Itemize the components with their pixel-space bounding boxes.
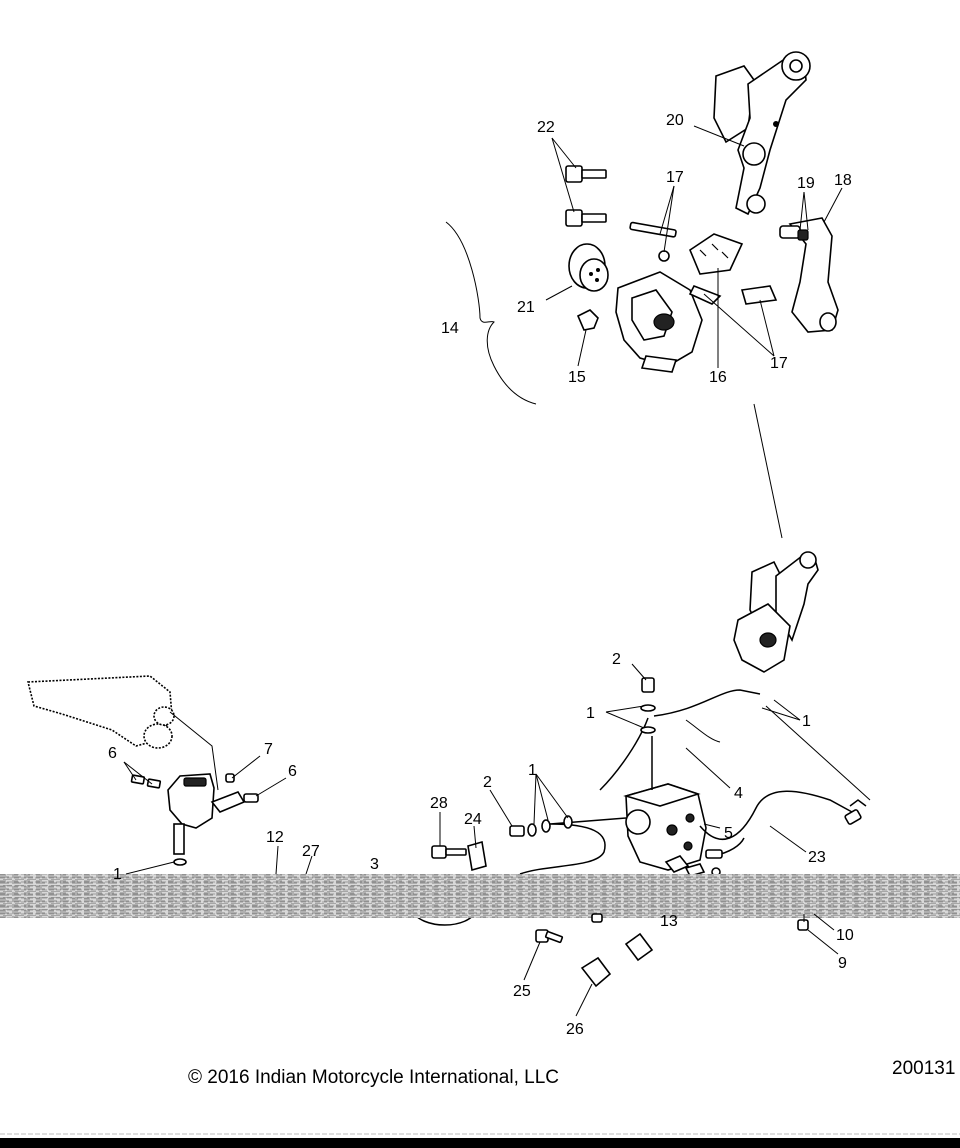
callout-21: 21 — [517, 299, 535, 316]
callout-1-right: 1 — [802, 713, 811, 730]
mount-arm-20 — [713, 51, 811, 216]
callout-18: 18 — [834, 172, 852, 189]
callout-19: 19 — [797, 175, 815, 192]
caliper-body — [615, 271, 703, 373]
callout-7: 7 — [264, 741, 273, 758]
callout-16: 16 — [709, 369, 727, 386]
caliper-assembled — [733, 551, 819, 673]
callout-20: 20 — [666, 112, 684, 129]
callout-labels: 22 20 17 19 18 21 14 15 16 17 2 1 1 4 5 … — [108, 112, 854, 1038]
scan-artifact-band — [0, 874, 960, 918]
callout-1-abs: 1 — [528, 762, 537, 779]
bleeder-part-15 — [576, 309, 599, 331]
callout-5: 5 — [724, 825, 733, 842]
callout-6-left: 6 — [108, 745, 117, 762]
callout-2-top: 2 — [612, 651, 621, 668]
bolt-part-25 — [535, 929, 564, 944]
callout-24: 24 — [464, 811, 482, 828]
screw-part-9 — [797, 914, 809, 931]
callout-27: 27 — [302, 843, 320, 860]
caliper-assembly-exploded — [445, 51, 839, 539]
figure-id: 200131 — [892, 1058, 955, 1079]
leader-lines — [123, 125, 843, 1017]
callout-28: 28 — [430, 795, 448, 812]
bolts-part-6-left — [130, 773, 259, 803]
clip-part-17 — [740, 285, 778, 305]
bolt-part-22 — [565, 165, 607, 227]
master-cylinder — [167, 773, 246, 855]
callout-26: 26 — [566, 1021, 584, 1038]
callout-15: 15 — [568, 369, 586, 386]
callout-9: 9 — [838, 955, 847, 972]
pin-part-17 — [629, 221, 677, 262]
washer-part-1-left — [173, 858, 187, 866]
callout-3: 3 — [370, 856, 379, 873]
callout-1-pedal: 1 — [113, 866, 122, 883]
sensor-part-23 — [705, 809, 862, 859]
pad-part-16 — [688, 233, 744, 305]
callout-13: 13 — [660, 913, 678, 930]
clamp-part-26 — [580, 932, 654, 988]
brake-pedal — [26, 675, 219, 791]
fitting-under-band — [591, 913, 603, 923]
copyright-text: © 2016 Indian Motorcycle International, … — [188, 1067, 559, 1088]
abs-module — [623, 783, 707, 871]
piston-part-21 — [568, 243, 609, 292]
clips-part-13 — [664, 855, 721, 877]
callout-12: 12 — [266, 829, 284, 846]
bolt-part-28 — [431, 840, 487, 872]
callout-22: 22 — [537, 119, 555, 136]
callout-25: 25 — [513, 983, 531, 1000]
assembly-bracket — [445, 221, 537, 405]
caliper-bracket-18 — [779, 217, 839, 333]
callout-17-top: 17 — [666, 169, 684, 186]
bottom-scan-bar — [0, 1132, 960, 1148]
callout-6-right: 6 — [288, 763, 297, 780]
banjo-bolts-part-2 — [509, 677, 656, 837]
callout-17-bottom: 17 — [770, 355, 788, 372]
callout-1-mid: 1 — [586, 705, 595, 722]
callout-23: 23 — [808, 849, 826, 866]
callout-10: 10 — [836, 927, 854, 944]
callout-14: 14 — [441, 320, 459, 337]
callout-4: 4 — [734, 785, 743, 802]
callout-2-left: 2 — [483, 774, 492, 791]
